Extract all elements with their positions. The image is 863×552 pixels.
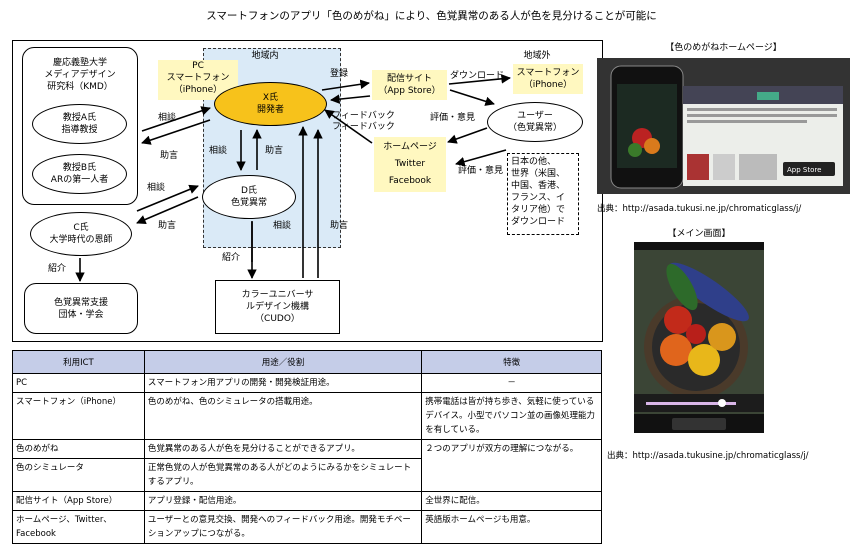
cell-ict: 色のシミュレータ	[12, 458, 145, 492]
mr-d-node: D氏色覚異常	[202, 175, 296, 219]
main-screen-image	[634, 242, 764, 433]
cell-feature: －	[421, 373, 602, 393]
arrow-download	[448, 74, 511, 85]
label-register: 登録	[330, 69, 349, 79]
cell-use: ユーザーとの意見交換、開発へのフィードバック用途。開発モチベーションアップにつな…	[143, 510, 423, 544]
cell-use: アプリ登録・配信用途。	[143, 491, 423, 511]
label-download: ダウンロード	[450, 71, 505, 81]
hp-source: 出典：http://asada.tukusi.ne.jp/chromaticgl…	[597, 204, 802, 214]
table-row: PC スマートフォン用アプリの開発・開発検証用途。 －	[12, 373, 602, 393]
page-title: スマートフォンのアプリ「色のめがね」により、色覚異常のある人が色を見分けることが…	[206, 10, 657, 22]
outer-phone-box: スマートフォン（iPhone）	[513, 64, 583, 94]
label-feedback-1: フィードバック	[332, 111, 395, 121]
homepage-screenshot-image: App Store	[597, 58, 850, 194]
cudo-node: カラーユニバーサルデザイン機構（CUDO）	[215, 280, 340, 334]
app-store-box: 配信サイト（App Store）	[372, 70, 447, 100]
cell-feature: 携帯電話は皆が持ち歩き、気軽に使っているデバイス。小型でパソコン並の画像処理能力…	[421, 392, 602, 440]
arrow-store-to-user	[449, 89, 495, 106]
arrow-x-to-kmd	[141, 119, 211, 145]
label-feedback-2: フィードバック	[332, 122, 395, 132]
cell-use: スマートフォン用アプリの開発・開発検証用途。	[143, 373, 423, 393]
table-row: 色のめがね 色覚異常のある人が色を見分けることができるアプリ。 ２つのアプリが双…	[12, 439, 602, 492]
table-header-ict: 利用ICT	[12, 350, 145, 374]
table-row: ホームページ、Twitter、Facebook ユーザーとの意見交換、開発へのフ…	[12, 510, 602, 544]
label-advice-3: 助言	[265, 146, 284, 156]
arrow-store-feedback	[330, 94, 371, 104]
main-caption: 【メイン画面】	[667, 229, 731, 239]
table-header-row: 利用ICT 用途／役割 特徴	[12, 350, 602, 374]
arrow-user-to-homepage	[447, 127, 488, 144]
world-download-box: 日本の他、世界（米国、中国、香港、 フランス、イタリア他）でダウンロード	[507, 153, 579, 235]
user-node: ユーザー（色覚異常）	[487, 102, 583, 142]
cell-ict: 配信サイト（App Store）	[12, 491, 145, 511]
cell-ict: PC	[12, 373, 145, 393]
cell-feature: 英語版ホームページも用意。	[421, 510, 602, 544]
prof-a-node: 教授A氏指導教授	[32, 104, 127, 144]
ict-table: 利用ICT 用途／役割 特徴 PC スマートフォン用アプリの開発・開発検証用途。…	[12, 350, 602, 544]
region-inner-label: 地域内	[251, 51, 279, 61]
table-row: 配信サイト（App Store） アプリ登録・配信用途。 全世界に配信。	[12, 491, 602, 511]
arrow-kmd-to-x	[141, 106, 211, 132]
label-consult-4: 相談	[273, 221, 292, 231]
arrow-homepage-to-x	[324, 109, 373, 144]
label-consult-2: 相談	[147, 183, 166, 193]
cell-use: 色のめがね、色のシミュレータの搭載用途。	[143, 392, 423, 440]
homepage-illustration	[597, 58, 850, 194]
cell-use: 正常色覚の人が色覚異常のある人がどのようにみるかをシミュレートするアプリ。	[143, 458, 423, 492]
main-source: 出典：http://asada.tukusine.jp/chromaticgla…	[607, 451, 809, 461]
table-header-use: 用途／役割	[143, 350, 423, 374]
label-advice-1: 助言	[160, 151, 179, 161]
label-intro-2: 紹介	[222, 253, 241, 263]
label-evaluation-1: 評価・意見	[430, 113, 476, 123]
region-outer-label: 地域外	[523, 51, 551, 61]
mr-x-node: X氏開発者	[214, 82, 327, 126]
arrow-world-to-homepage	[455, 149, 507, 167]
cell-feature: ２つのアプリが双方の理解につながる。	[421, 439, 602, 492]
cell-ict: 色のめがね	[12, 439, 145, 459]
hp-caption: 【色のめがねホームページ】	[665, 43, 782, 53]
table-header-feature: 特徴	[421, 350, 602, 374]
arrow-c-to-d	[136, 184, 199, 212]
kmd-label: 慶応義塾大学メディアデザイン研究科（KMD）	[44, 58, 116, 92]
cell-use: 色覚異常のある人が色を見分けることができるアプリ。	[143, 439, 423, 459]
cell-ict: スマートフォン（iPhone）	[12, 392, 145, 440]
label-advice-2: 助言	[158, 221, 177, 231]
cell-ict: ホームページ、Twitter、Facebook	[12, 510, 145, 544]
arrow-d-to-c	[136, 196, 199, 225]
support-org-node: 色覚異常支援団体・学会	[24, 283, 138, 334]
label-consult-3: 相談	[209, 146, 228, 156]
mr-c-node: C氏大学時代の恩師	[30, 212, 132, 256]
arrow-register	[321, 79, 370, 91]
label-consult-1: 相談	[158, 113, 177, 123]
cell-feature: 全世界に配信。	[421, 491, 602, 511]
table-row: スマートフォン（iPhone） 色のめがね、色のシミュレータの搭載用途。 携帯電…	[12, 392, 602, 440]
main-screen-illustration	[634, 242, 764, 433]
label-advice-4: 助言	[330, 221, 349, 231]
label-evaluation-2: 評価・意見	[458, 166, 504, 176]
app-store-badge: App Store	[787, 166, 822, 174]
label-intro-1: 紹介	[48, 264, 67, 274]
